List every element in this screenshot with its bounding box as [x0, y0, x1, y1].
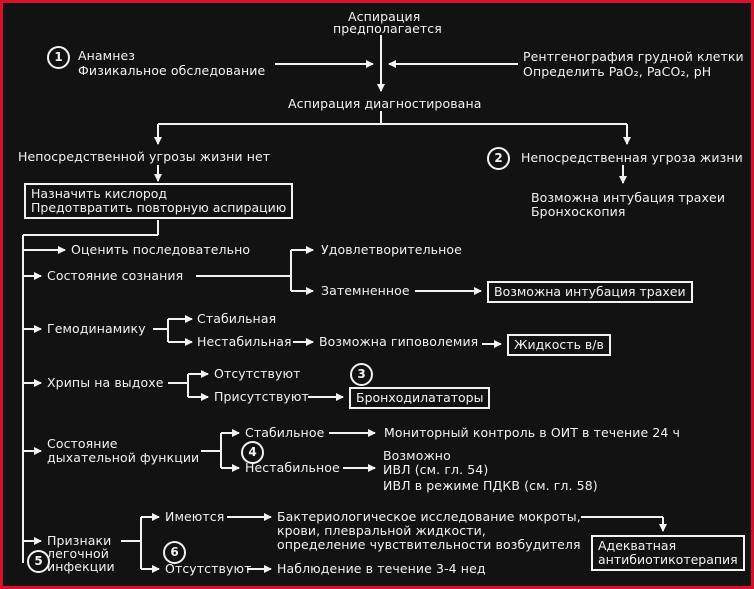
bronchoscopy-label: Бронхоскопия: [531, 204, 626, 219]
flowchart-connectors: [22, 35, 667, 573]
resp-possible: Возможно: [383, 448, 451, 463]
chest-xray-label: Рентгенография грудной клетки: [523, 49, 744, 64]
infection-absent: Отсутствуют: [165, 561, 252, 576]
icu-monitoring-label: Мониторный контроль в ОИТ в течение 24 ч: [384, 425, 681, 440]
antibiotic-therapy-box: Адекватная антибиотикотерапия: [591, 535, 745, 571]
step-6-marker: 6: [163, 541, 186, 564]
step-4-marker: 4: [241, 441, 264, 464]
respiratory-label-line1: Состояние: [47, 436, 118, 451]
oxygen-line: Назначить кислород: [31, 186, 168, 201]
infection-label-line2: легочной: [47, 546, 110, 561]
infection-label-line1: Признаки: [47, 533, 112, 548]
consciousness-label: Состояние сознания: [47, 268, 184, 283]
bacteriology-line3: определение чувствительности возбудителя: [277, 537, 581, 552]
aspiration-suspected-line1: Аспирация: [348, 9, 421, 24]
respiratory-label-line2: дыхательной функции: [47, 450, 200, 465]
possible-intubation-label: Возможна интубация трахеи: [531, 190, 726, 205]
wheezing-present: Присутствуют: [214, 389, 309, 404]
infection-present: Имеются: [165, 509, 225, 524]
assess-sequentially: Оценить последовательно: [71, 242, 251, 257]
prevent-aspiration-line: Предотвратить повторную аспирацию: [31, 200, 287, 215]
iv-fluids-box: Жидкость в/в: [507, 334, 611, 356]
blood-gas-label: Определить PaO₂, PaCO₂, pH: [523, 64, 712, 79]
aspiration-suspected-line2: предполагается: [333, 21, 442, 36]
therapy-line2: антибиотикотерапия: [598, 552, 738, 567]
resp-unstable: Нестабильное: [245, 460, 340, 475]
step-5-marker: 5: [27, 550, 50, 573]
step-2-marker: 2: [487, 147, 510, 170]
history-label: Анамнез: [78, 48, 136, 63]
ivl-label: ИВЛ (см. гл. 54): [383, 462, 489, 477]
hypovolemia-label: Возможна гиповолемия: [319, 334, 479, 349]
therapy-line1: Адекватная: [598, 538, 677, 553]
wheezing-label: Хрипы на выдохе: [47, 375, 164, 390]
no-threat-label: Непосредственной угрозы жизни нет: [18, 149, 271, 164]
bronchodilators-box: Бронходилататоры: [349, 387, 491, 409]
hemo-unstable: Нестабильная: [197, 334, 292, 349]
hemo-stable: Стабильная: [197, 311, 277, 326]
bacteriology-line1: Бактериологическое исследование мокроты,: [277, 509, 581, 524]
ivl-peep-label: ИВЛ в режиме ПДКВ (см. гл. 58): [383, 478, 598, 493]
immediate-threat-label: Непосредственная угроза жизни: [521, 150, 743, 165]
oxygen-box: Назначить кислород Предотвратить повторн…: [24, 183, 294, 219]
step-1-marker: 1: [47, 46, 70, 69]
physical-exam-label: Физикальное обследование: [78, 63, 266, 78]
consciousness-ok: Удовлетворительное: [321, 242, 462, 257]
intubation-box: Возможна интубация трахеи: [487, 281, 693, 303]
hemodynamics-label: Гемодинамику: [47, 321, 146, 336]
wheezing-absent: Отсутствуют: [214, 366, 301, 381]
infection-label-line3: инфекции: [47, 559, 115, 574]
step-3-marker: 3: [350, 363, 373, 386]
aspiration-diagnosed: Аспирация диагностирована: [288, 96, 482, 111]
observation-label: Наблюдение в течение 3-4 нед: [277, 561, 486, 576]
consciousness-clouded: Затемненное: [321, 283, 410, 298]
bacteriology-line2: крови, плевральной жидкости,: [277, 523, 486, 538]
resp-stable: Стабильное: [245, 425, 325, 440]
